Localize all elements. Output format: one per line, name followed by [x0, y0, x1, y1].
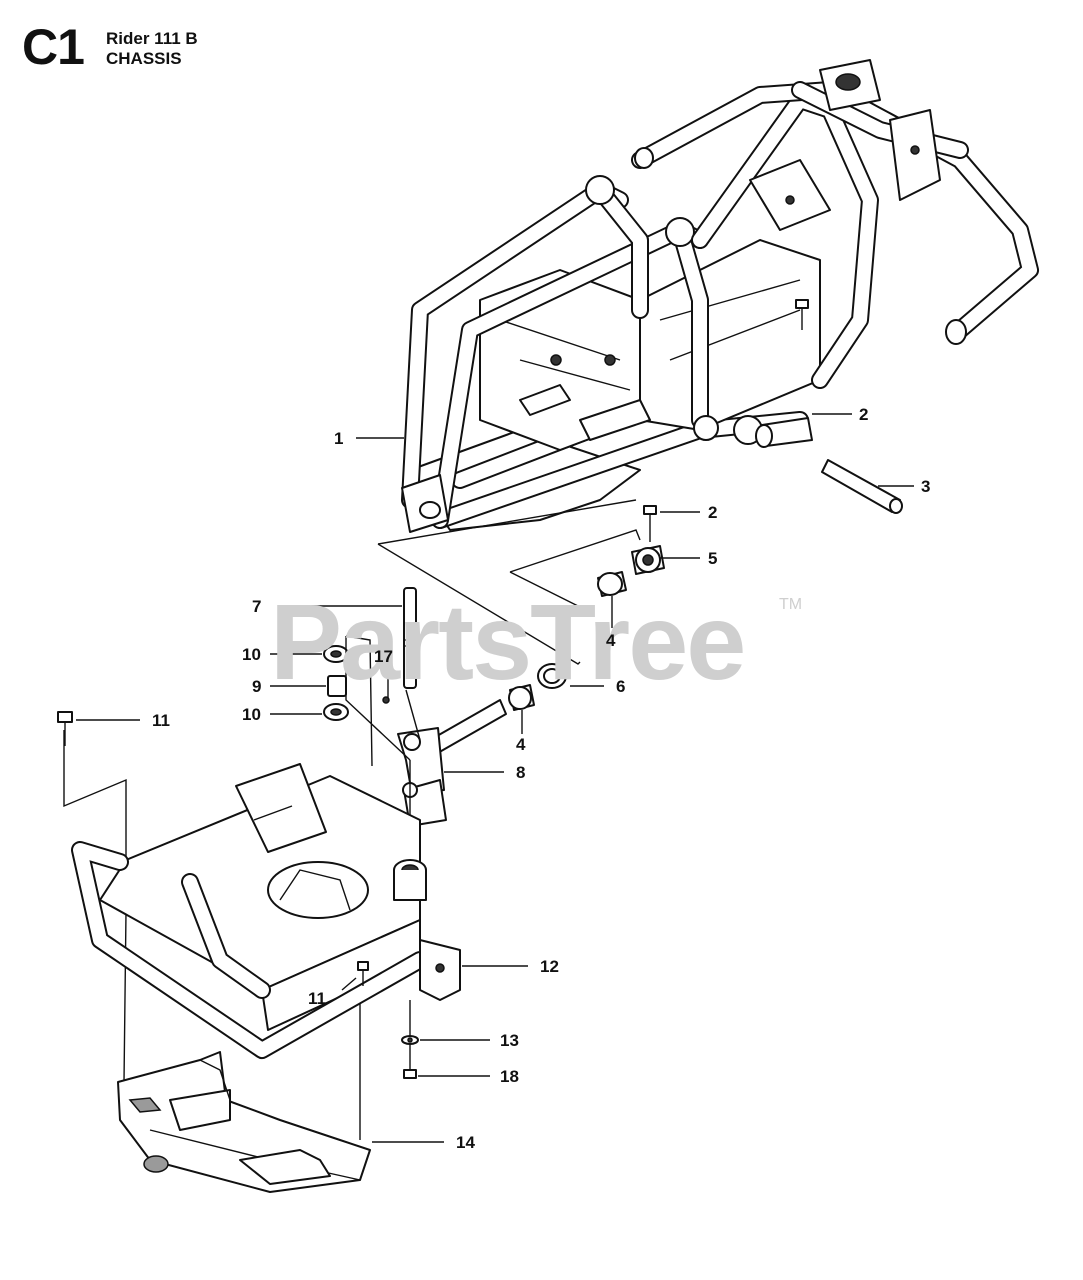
guard-part-14 — [117, 1051, 371, 1193]
bolt-part-11 — [57, 711, 73, 746]
section-title: CHASSIS — [106, 49, 182, 68]
model-name: Rider 111 B — [106, 29, 198, 48]
callout-1[interactable]: 1 — [334, 429, 344, 448]
bolt-part-2 — [643, 299, 809, 542]
callout-10[interactable]: 10 — [242, 705, 261, 724]
callout-11[interactable]: 11 — [152, 711, 170, 730]
pin-part-3 — [755, 417, 903, 514]
callout-8[interactable]: 8 — [516, 763, 526, 782]
bushing-parts-upper — [597, 545, 665, 597]
diagram-code: C1 — [22, 19, 85, 75]
callout-9[interactable]: 9 — [252, 677, 262, 696]
watermark-trademark: TM — [779, 596, 803, 613]
callout-6[interactable]: 6 — [616, 677, 626, 696]
callout-4[interactable]: 4 — [516, 735, 526, 754]
callout-4[interactable]: 4 — [606, 631, 616, 650]
callout-7[interactable]: 7 — [252, 597, 262, 616]
callout-5[interactable]: 5 — [708, 549, 718, 568]
callout-3[interactable]: 3 — [921, 477, 931, 496]
callout-13[interactable]: 13 — [500, 1031, 519, 1050]
shaft-assembly — [323, 587, 567, 870]
callout-14[interactable]: 14 — [456, 1133, 475, 1152]
callout-18[interactable]: 18 — [500, 1067, 519, 1086]
callout-2[interactable]: 2 — [708, 503, 718, 522]
frame-assembly — [401, 59, 1039, 533]
callout-11[interactable]: 11 — [308, 989, 326, 1008]
watermark: PartsTree — [270, 581, 746, 702]
callout-leaders — [76, 413, 914, 1143]
callout-17[interactable]: 17 — [374, 647, 393, 666]
callout-12[interactable]: 12 — [540, 957, 559, 976]
deck-assembly — [71, 763, 461, 1079]
callout-10[interactable]: 10 — [242, 645, 261, 664]
callout-2[interactable]: 2 — [859, 405, 869, 424]
